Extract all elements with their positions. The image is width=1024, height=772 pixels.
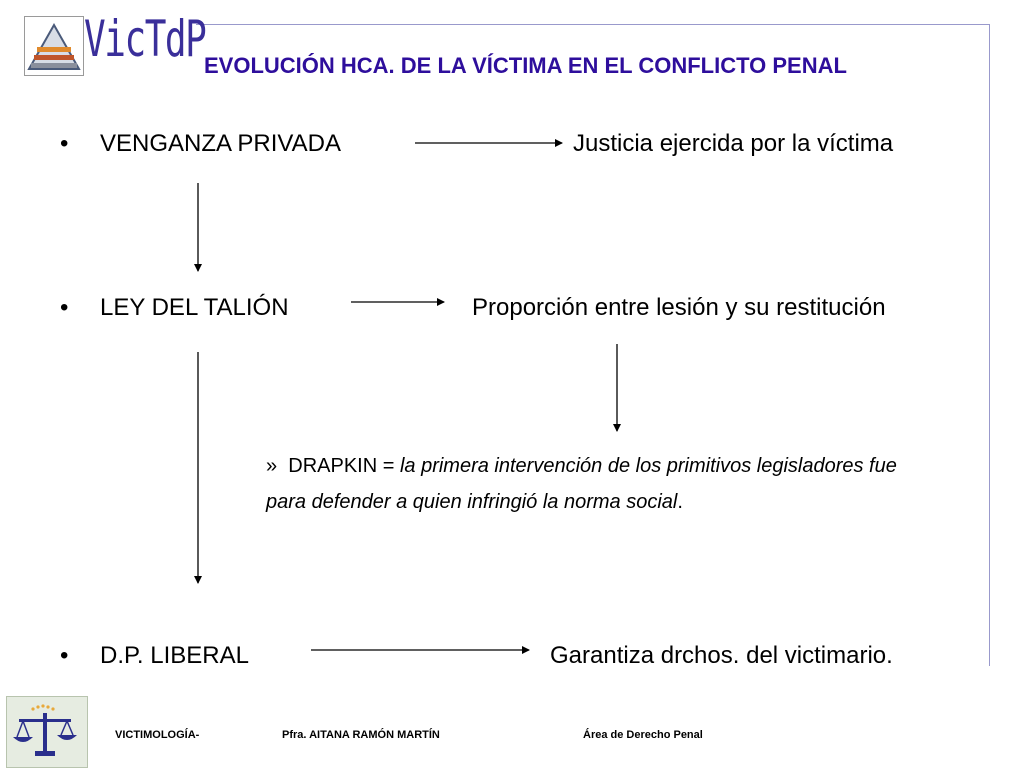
slide-frame-right [989,24,990,666]
logo-wordmark: VicTdP [84,10,207,68]
item-label-venganza: VENGANZA PRIVADA [100,130,341,157]
item-result-liberal: Garantiza drchos. del victimario. [550,642,893,669]
item-label-liberal: D.P. LIBERAL [100,642,249,669]
note-suffix: . [677,491,683,513]
note-marker: » [266,455,278,477]
bullet-marker: • [60,642,69,669]
item-label-talion: LEY DEL TALIÓN [100,294,289,321]
note-prefix: DRAPKIN = [288,455,400,477]
drapkin-note: » DRAPKIN = la primera intervención de l… [266,448,926,520]
note-quote: la primera intervención de los primitivo… [266,455,897,513]
scales-of-justice-icon [6,696,88,768]
slide-title: EVOLUCIÓN HCA. DE LA VÍCTIMA EN EL CONFL… [204,53,847,78]
victdp-logo-icon [24,16,84,76]
bullet-marker: • [60,130,69,157]
footer-area: Área de Derecho Penal [583,729,703,741]
footer-professor: Pfra. AITANA RAMÓN MARTÍN [282,729,440,741]
footer-course: VICTIMOLOGÍA- [115,729,200,741]
item-result-venganza: Justicia ejercida por la víctima [573,130,894,157]
item-result-talion: Proporción entre lesión y su restitución [472,294,886,321]
slide-frame-top [196,24,990,25]
bullet-marker: • [60,294,69,321]
